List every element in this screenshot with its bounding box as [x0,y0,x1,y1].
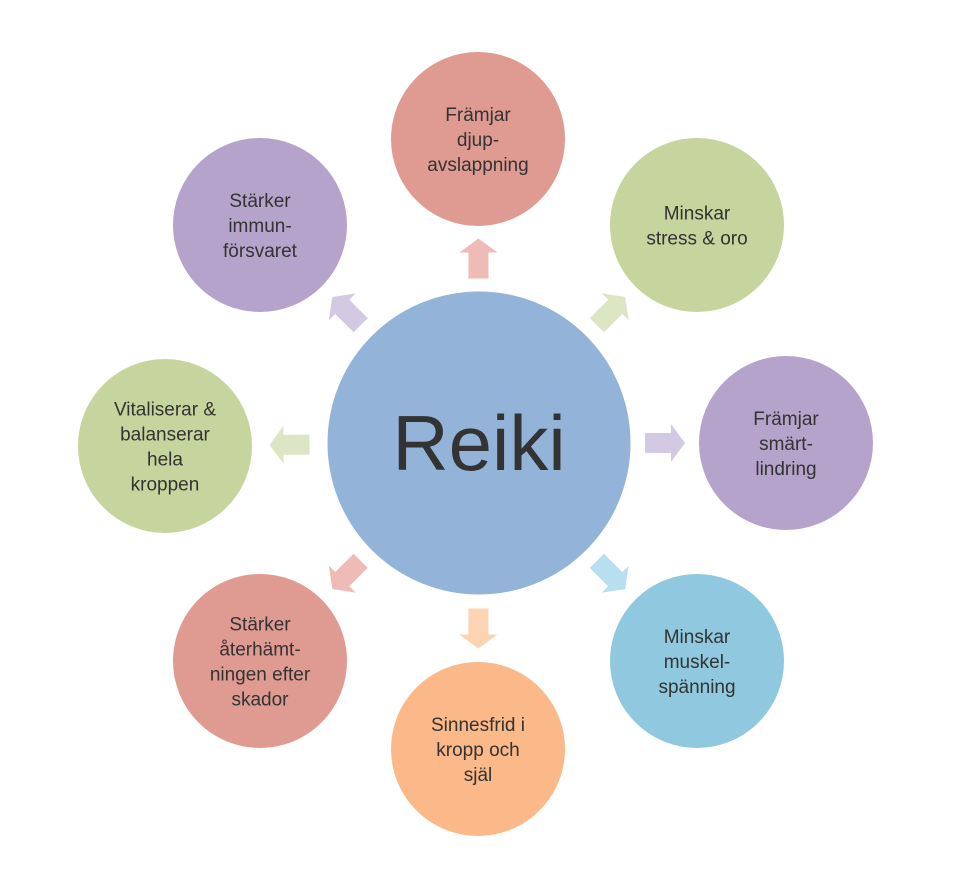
node-stress: Minskar stress & oro [608,136,786,314]
arrow-to-muskelspanning [589,553,629,593]
node-label-line: Sinnesfrid i [431,715,525,736]
node-label-line: själ [464,765,493,786]
arrow-to-smartlindring [645,424,685,462]
node-label-smartlindring: Främjar smärt-lindring [753,409,819,480]
node-label-line: muskel- [664,652,731,673]
node-label-line: kroppen [131,475,200,496]
node-circle-immunforsvaret [171,136,349,314]
node-circle-djupavslappning [389,50,567,228]
node-circle-stress [608,136,786,314]
arrows-layer [269,238,685,649]
node-label-sinnesfrid: Sinnesfrid i kropp och själ [431,715,525,786]
node-label-line: Vitaliserar & [114,400,216,421]
node-djupavslappning: Främjar djup-avslappning [389,50,567,228]
node-muskelspanning: Minskar muskel-spänning [608,572,786,750]
node-label-line: spänning [658,677,735,698]
node-label-line: Stärker [229,615,291,636]
node-label-line: djup- [457,130,499,151]
node-sinnesfrid: Sinnesfrid i kropp och själ [389,660,567,838]
node-label-aterhamtning: Stärker återhämt-ningen efter skador [210,615,311,711]
node-label-line: Stärker [229,191,291,212]
node-label-line: ningen efter [210,665,311,686]
node-aterhamtning: Stärker återhämt-ningen efter skador [171,572,349,750]
node-label-line: immun- [228,216,291,237]
node-smartlindring: Främjar smärt-lindring [697,354,875,532]
node-circle-smartlindring [697,354,875,532]
arrow-to-aterhamtning [328,553,368,593]
arrow-to-sinnesfrid [459,608,498,649]
node-label-line: kropp och [436,740,519,761]
node-immunforsvaret: Stärker immun-försvaret [171,136,349,314]
node-circle-aterhamtning [171,572,349,750]
node-label-line: hela [147,450,183,471]
arrow-to-immunforsvaret [328,293,368,333]
node-label-line: försvaret [223,241,298,262]
node-label-stress: Minskar stress & oro [646,204,747,250]
node-circle-muskelspanning [608,572,786,750]
node-label-line: Minskar [664,627,731,648]
node-label-line: Främjar [753,409,819,430]
node-label-line: stress & oro [646,229,747,250]
center-node: Reiki [324,288,634,598]
node-label-immunforsvaret: Stärker immun-försvaret [223,191,298,262]
arrow-to-stress [589,293,629,333]
arrow-to-vitaliserar [269,425,310,464]
node-label-line: balanserar [120,425,210,446]
node-label-line: skador [231,690,289,711]
node-label-line: Främjar [445,105,511,126]
node-circle-vitaliserar [76,357,254,535]
center-label: Reiki [392,399,565,487]
node-label-djupavslappning: Främjar djup-avslappning [427,105,528,176]
node-label-vitaliserar: Vitaliserar & balanserar hela kroppen [114,400,216,496]
node-vitaliserar: Vitaliserar & balanserar hela kroppen [76,357,254,535]
node-label-line: återhämt- [219,640,300,661]
node-label-line: Minskar [664,204,731,225]
arrow-to-djupavslappning [459,238,498,279]
node-label-line: lindring [755,459,816,480]
center-circle [324,288,634,598]
node-label-muskelspanning: Minskar muskel-spänning [658,627,735,698]
node-label-line: smärt- [759,434,813,455]
node-circle-sinnesfrid [389,660,567,838]
node-label-line: avslappning [427,155,528,176]
